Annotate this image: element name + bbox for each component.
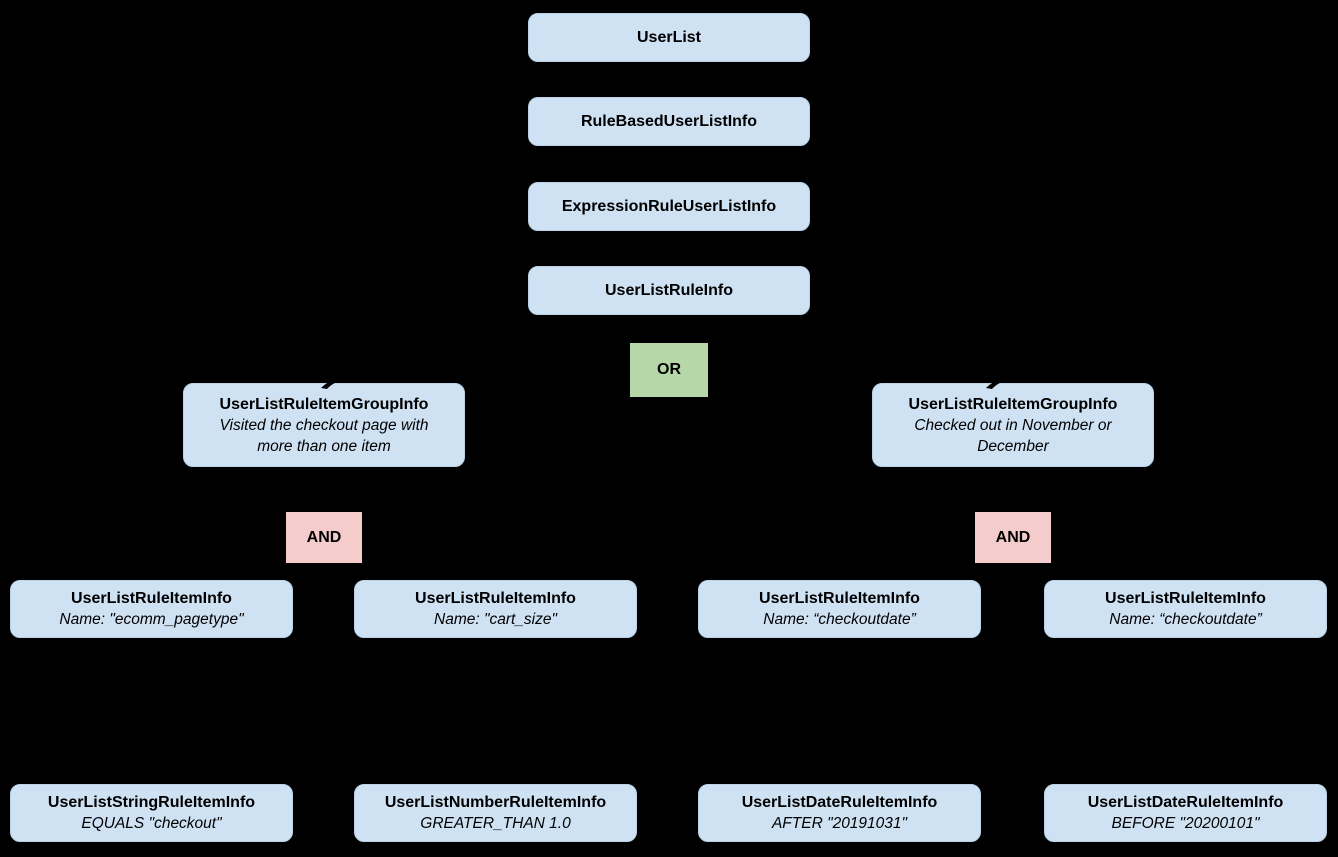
- node-title: ExpressionRuleUserListInfo: [561, 198, 777, 215]
- node-detail: AFTER "20191031": [771, 815, 908, 832]
- node-userlist: UserList: [528, 13, 810, 62]
- group-node-left: UserListRuleItemGroupInfo Visited the ch…: [183, 383, 465, 467]
- node-title: UserListStringRuleItemInfo: [47, 794, 256, 811]
- arrowhead-icon-right: [985, 372, 1023, 389]
- rule-item-node-3: UserListRuleItemInfo Name: “checkoutdate…: [698, 580, 981, 638]
- and-operator-badge-left: AND: [286, 512, 362, 563]
- node-title: UserListRuleItemGroupInfo: [908, 395, 1118, 413]
- node-rulebaseduserlistinfo: RuleBasedUserListInfo: [528, 97, 810, 146]
- leaf-node-date-rule-before: UserListDateRuleItemInfo BEFORE "2020010…: [1044, 784, 1327, 842]
- node-detail: Name: "cart_size": [434, 611, 557, 628]
- node-detail: GREATER_THAN 1.0: [420, 815, 571, 832]
- node-title: UserListRuleItemInfo: [415, 590, 576, 607]
- group-node-right: UserListRuleItemGroupInfo Checked out in…: [872, 383, 1154, 467]
- node-detail: EQUALS "checkout": [81, 815, 222, 832]
- node-detail: Name: “checkoutdate”: [763, 611, 916, 628]
- node-detail: Name: "ecomm_pagetype": [59, 611, 244, 628]
- node-title: UserListRuleItemInfo: [1105, 590, 1266, 607]
- rule-item-node-4: UserListRuleItemInfo Name: “checkoutdate…: [1044, 580, 1327, 638]
- node-userlistruleinfo: UserListRuleInfo: [528, 266, 810, 315]
- node-detail: BEFORE "20200101": [1111, 815, 1260, 832]
- rule-item-node-1: UserListRuleItemInfo Name: "ecomm_pagety…: [10, 580, 293, 638]
- node-expressionruleuserlistinfo: ExpressionRuleUserListInfo: [528, 182, 810, 231]
- node-title: RuleBasedUserListInfo: [580, 113, 758, 130]
- node-title: UserListRuleItemGroupInfo: [219, 395, 429, 413]
- node-title: UserListNumberRuleItemInfo: [384, 794, 607, 811]
- rule-item-node-2: UserListRuleItemInfo Name: "cart_size": [354, 580, 637, 638]
- node-detail: Name: “checkoutdate”: [1109, 611, 1262, 628]
- node-title: UserListRuleInfo: [604, 282, 733, 299]
- leaf-node-string-rule: UserListStringRuleItemInfo EQUALS "check…: [10, 784, 293, 842]
- node-title: UserListDateRuleItemInfo: [1087, 794, 1284, 811]
- leaf-node-date-rule-after: UserListDateRuleItemInfo AFTER "20191031…: [698, 784, 981, 842]
- node-title: UserList: [636, 29, 702, 46]
- node-description: Visited the checkout page with more than…: [219, 416, 429, 455]
- and-operator-badge-right: AND: [975, 512, 1051, 563]
- arrowhead-icon-left: [320, 372, 358, 389]
- node-title: UserListRuleItemInfo: [71, 590, 232, 607]
- node-description: Checked out in November or December: [914, 416, 1112, 455]
- node-title: UserListDateRuleItemInfo: [741, 794, 938, 811]
- leaf-node-number-rule: UserListNumberRuleItemInfo GREATER_THAN …: [354, 784, 637, 842]
- node-title: UserListRuleItemInfo: [759, 590, 920, 607]
- or-operator-badge: OR: [630, 343, 708, 397]
